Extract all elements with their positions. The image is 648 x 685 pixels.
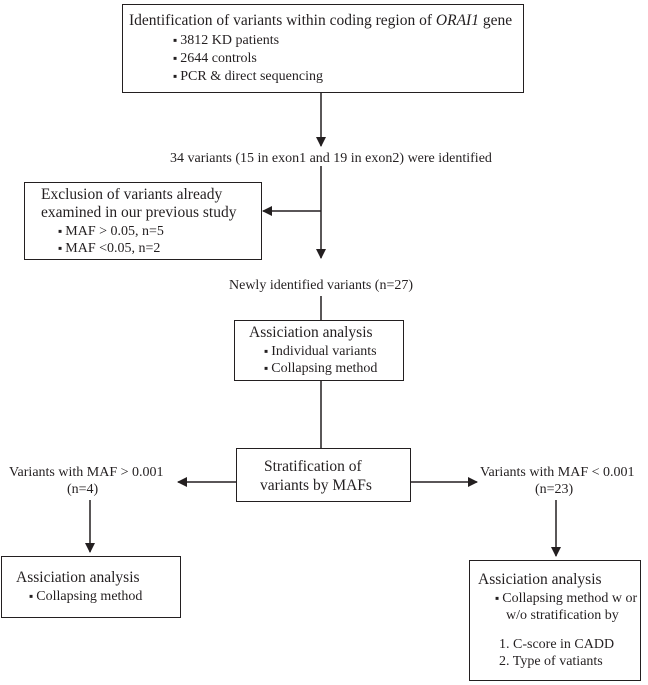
list-item: 2644 controls: [173, 50, 257, 67]
identification-box: Identification of variants within coding…: [122, 4, 524, 93]
association-title: Assiciation analysis: [16, 569, 140, 586]
variants-identified-label: 34 variants (15 in exon1 and 19 in exon2…: [170, 151, 492, 166]
list-item: PCR & direct sequencing: [173, 68, 323, 85]
list-item: Individual variants: [264, 343, 376, 360]
stratification-line2: variants by MAFs: [260, 477, 372, 494]
gene-name: ORAI1: [435, 12, 479, 29]
newly-identified-label: Newly identified variants (n=27): [229, 278, 414, 293]
left-branch-label-line1: Variants with MAF > 0.001: [9, 465, 164, 480]
right-branch-label-line2: (n=23): [535, 482, 574, 497]
list-item: Collapsing method w or: [495, 590, 637, 607]
exclusion-title-line2: examined in our previous study: [41, 204, 237, 221]
association-title: Assiciation analysis: [478, 571, 602, 588]
list-item: Collapsing method: [264, 360, 377, 377]
stratification-line1: Stratification of: [264, 458, 362, 475]
exclusion-title-line1: Exclusion of variants already: [41, 186, 223, 203]
association-title: Assiciation analysis: [249, 324, 373, 341]
numbered-item: 1. C-score in CADD: [499, 637, 615, 652]
association-box-left: Assiciation analysis Collapsing method: [1, 556, 181, 618]
list-item: 3812 KD patients: [173, 32, 279, 49]
list-item: MAF > 0.05, n=5: [58, 223, 164, 240]
list-item-continuation: w/o stratification by: [506, 608, 619, 623]
exclusion-box: Exclusion of variants already examined i…: [24, 182, 262, 260]
association-box-center: Assiciation analysis Individual variants…: [234, 320, 404, 381]
list-item: Collapsing method: [29, 588, 142, 605]
right-branch-label-line1: Variants with MAF < 0.001: [480, 465, 635, 480]
identification-title: Identification of variants within coding…: [129, 12, 513, 29]
stratification-box: Stratification of variants by MAFs: [236, 448, 411, 502]
association-box-right: Assiciation analysis Collapsing method w…: [469, 560, 641, 681]
left-branch-label-line2: (n=4): [67, 482, 99, 497]
numbered-item: 2. Type of vatiants: [499, 654, 603, 669]
list-item: MAF <0.05, n=2: [58, 240, 160, 257]
